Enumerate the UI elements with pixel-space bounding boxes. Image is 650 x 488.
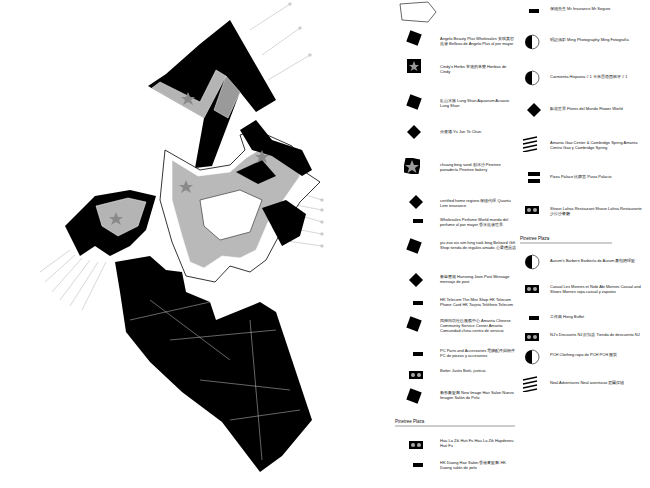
- legend-icon: [408, 272, 424, 288]
- legend-icon: [522, 376, 538, 392]
- legend-text: 余俊德 Yu Jun Te Chun: [440, 129, 516, 134]
- legend-icon: [524, 34, 540, 50]
- legend-text: Angelo Beauty Plus Wholesales 安琪美容批發 Bel…: [440, 36, 516, 46]
- legend-icon: [410, 458, 426, 474]
- legend-text: Cindy's Herbs 辛迪的草藥 Hierbas de Cindy: [440, 64, 516, 74]
- legend-icon: [524, 70, 540, 86]
- legend-text: PCH Clothing ropa de PCH PCH 服裝: [550, 352, 642, 357]
- section-heading: Pinetree Plaza: [395, 419, 426, 424]
- legend-text: HK Telecom The Mini Shop HK Telecom Phon…: [440, 297, 516, 307]
- legend-icon: [406, 388, 422, 404]
- legend-text: HK Duong Hair Salon 香港東髮廊 HK Duong salón…: [440, 460, 516, 470]
- legend-icon: [522, 136, 538, 152]
- legend-text: Shoun Lahsa Restaurant Shoun Lahsa Resta…: [550, 206, 642, 216]
- legend-icon: [526, 170, 542, 186]
- legend-icon: [406, 316, 422, 332]
- legend-icon: [524, 202, 540, 218]
- legend-icon: [406, 30, 422, 46]
- legend-text: Aurum's Barbers Barbería de Aurum 奧勒姆理髮: [550, 258, 642, 263]
- legend-icon: [524, 349, 540, 365]
- legend-text: chuang bing sand 創冰沙 Pinetree panadería …: [440, 162, 516, 172]
- legend-text: Casual Les Mornes et Nobi Abi Mornes Cas…: [550, 284, 642, 294]
- legend-icon: [406, 94, 422, 110]
- legend-icon: [524, 281, 540, 297]
- legend-text: 新華書報 Hansong Joon Post Message mensaje d…: [440, 274, 516, 284]
- legend-icon: [526, 4, 542, 20]
- legend-icon: [408, 194, 424, 210]
- legend-icon: [404, 158, 420, 174]
- legend-text: 工作樂 Hong Buffet: [550, 314, 642, 319]
- legend-text: PC Parts and Accessories 電腦配件與附件 PC de p…: [440, 348, 516, 358]
- legend-text: 新形象髮廊 New Image Hair Salon Nuevo Imagen …: [440, 390, 516, 400]
- legend-text: Botter Justis Botti, justicia: [440, 368, 516, 373]
- legend-text: 保險先生 Mr Insurance Mr Seguro: [550, 6, 642, 11]
- legend-text: Neal Adventures Neal aventuras 尼爾探險: [550, 380, 642, 385]
- legend-icon: [526, 102, 542, 118]
- legend-icon: [406, 238, 422, 254]
- legend-text: Amanta Gao Center & Cambridge Spring Ama…: [550, 140, 642, 150]
- legend-icon: [410, 347, 426, 363]
- legend-text: Wholesales Perfume World mundo del perfu…: [440, 217, 516, 227]
- legend-text: Hau La Zik Huit Fu Hau La Zik Hapdeneu H…: [440, 438, 516, 448]
- legend-text: NJ's Discounts NJ 折扣店 Tienda de descuent…: [550, 332, 642, 337]
- legend-text: 鮮花世界 Flores del Mundo Flower World: [550, 106, 642, 111]
- legend-icon: [526, 311, 542, 327]
- legend-text: Pizza Palace 比薩宮 Pizza Palacio: [550, 174, 642, 179]
- legend-icon: [406, 124, 422, 140]
- legend-icon: [410, 296, 426, 312]
- legend-icon: [524, 329, 540, 345]
- section-heading: Pinetree Plaza: [520, 236, 551, 241]
- legend-icon: [406, 58, 422, 74]
- legend-text: Carmienta Hispania # 1 卡米恩塔西班牙 # 1: [550, 74, 642, 79]
- legend-icon: [408, 367, 424, 383]
- legend-icon: [410, 214, 426, 230]
- legend-text: yiu zuo xiu sim hing tuok bing Beloved G…: [440, 240, 516, 250]
- legend-text: 明記攝影 Ming Photography Ming Fotografía: [550, 37, 642, 42]
- legend-text: 龍山水族 Lung Shan Aquarium Acuario Lung Sha…: [440, 98, 516, 108]
- legend-text: certified home regions 保險代理 Quantu Lem i…: [440, 198, 516, 208]
- legend-icon: [524, 254, 540, 270]
- legend-icon: [408, 437, 424, 453]
- legend-text: 四神街坊社區服務中心 Amanta Chinese Community Serv…: [440, 318, 516, 333]
